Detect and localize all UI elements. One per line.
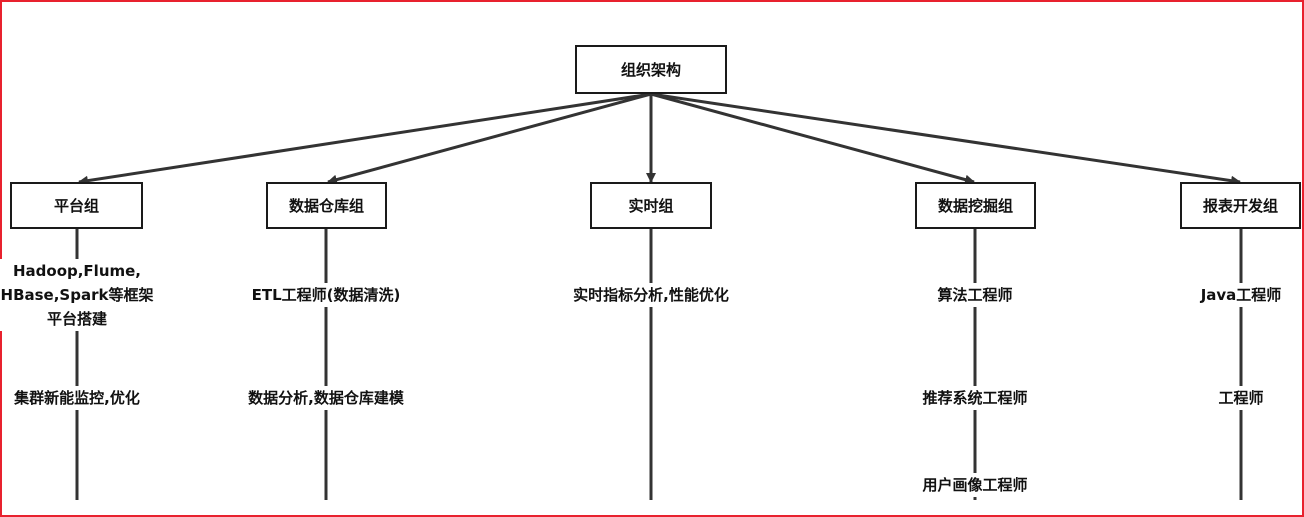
arrow-to-group-2 [327, 92, 652, 185]
group-label-data-mining: 数据挖掘组 [937, 197, 1013, 215]
role-label: 实时指标分析,性能优化 [571, 283, 731, 307]
group-node-realtime: 实时组 [590, 182, 712, 229]
group-label-platform: 平台组 [53, 197, 99, 215]
role-label: 算法工程师 [935, 283, 1015, 307]
group-node-platform: 平台组 [10, 182, 143, 229]
role-label: 数据分析,数据仓库建模 [246, 386, 406, 410]
group-node-data-mining: 数据挖掘组 [915, 182, 1036, 229]
group-node-data-warehouse: 数据仓库组 [266, 182, 387, 229]
role-label: 用户画像工程师 [920, 473, 1030, 497]
role-label: 工程师 [1216, 386, 1266, 410]
root-node-label: 组织架构 [620, 61, 681, 79]
role-label: ETL工程师(数据清洗) [249, 283, 403, 307]
group-label-data-warehouse: 数据仓库组 [288, 197, 364, 215]
group-label-realtime: 实时组 [628, 197, 674, 215]
group-node-report-dev: 报表开发组 [1180, 182, 1301, 229]
arrow-to-group-5 [650, 92, 1241, 186]
role-label: Java工程师 [1198, 283, 1284, 307]
role-label: 集群新能监控,优化 [12, 386, 142, 410]
group-label-report-dev: 报表开发组 [1202, 197, 1278, 215]
role-label: 推荐系统工程师 [920, 386, 1030, 410]
arrow-to-group-1 [78, 92, 652, 186]
root-node: 组织架构 [575, 45, 727, 94]
arrow-to-group-4 [650, 92, 975, 185]
role-label: Hadoop,Flume, HBase,Spark等框架 平台搭建 [0, 259, 156, 331]
